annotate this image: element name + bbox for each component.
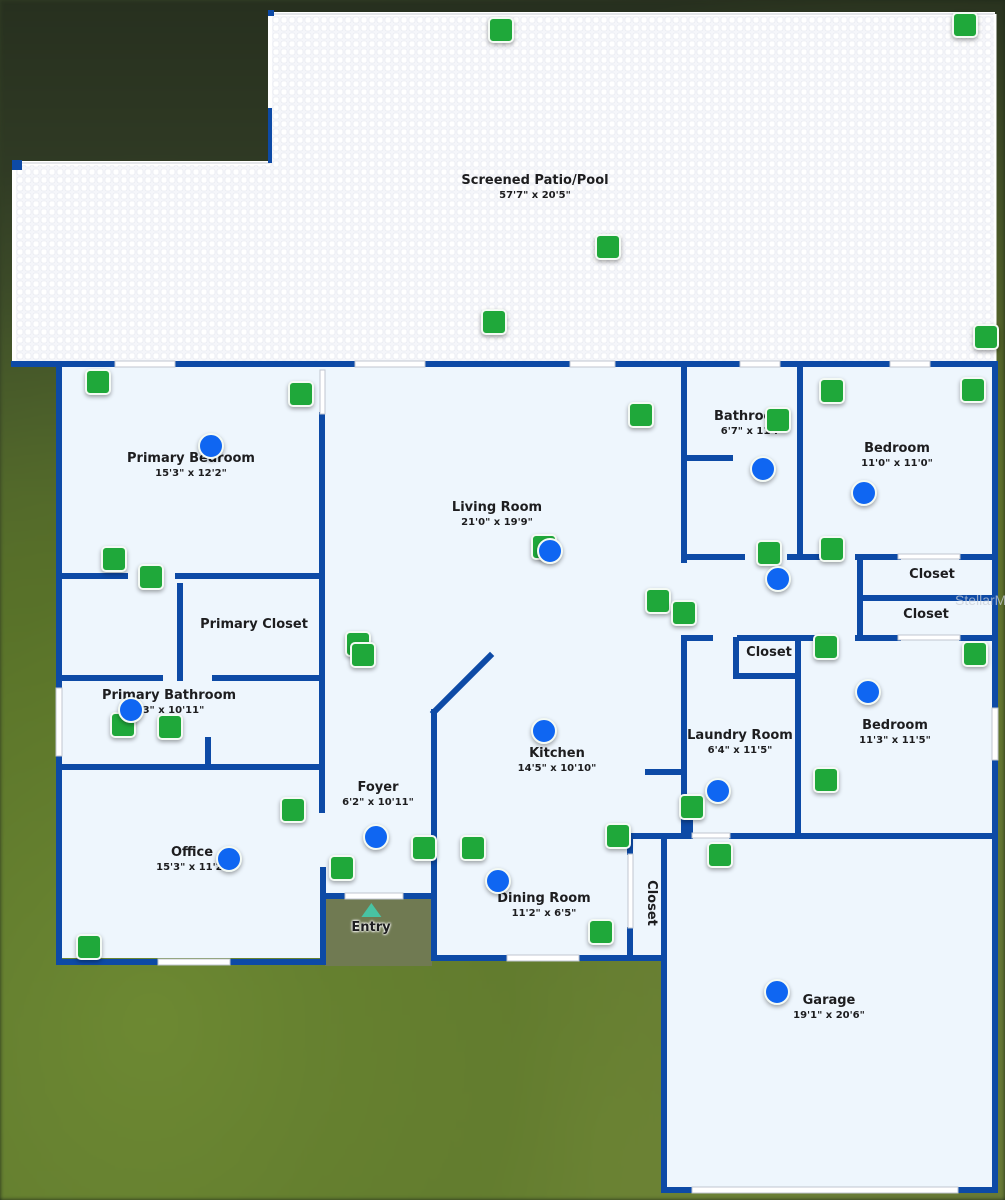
photo-marker[interactable] (101, 546, 127, 572)
windows (55, 360, 999, 1194)
360-marker[interactable] (750, 456, 776, 482)
photo-marker[interactable] (819, 378, 845, 404)
patio-floor (14, 14, 995, 364)
photo-marker[interactable] (813, 767, 839, 793)
photo-marker[interactable] (962, 641, 988, 667)
photo-marker[interactable] (280, 797, 306, 823)
photo-marker[interactable] (819, 536, 845, 562)
photo-marker[interactable] (460, 835, 486, 861)
photo-marker[interactable] (628, 402, 654, 428)
photo-marker[interactable] (952, 12, 978, 38)
entry-label: Entry (351, 920, 391, 935)
photo-marker[interactable] (960, 377, 986, 403)
entry-indicator[interactable]: Entry (351, 903, 391, 935)
360-marker[interactable] (198, 433, 224, 459)
360-marker[interactable] (485, 868, 511, 894)
photo-marker[interactable] (588, 919, 614, 945)
360-marker[interactable] (537, 538, 563, 564)
photo-marker[interactable] (288, 381, 314, 407)
360-marker[interactable] (764, 979, 790, 1005)
360-marker[interactable] (765, 566, 791, 592)
photo-marker[interactable] (645, 588, 671, 614)
photo-marker[interactable] (973, 324, 999, 350)
360-marker[interactable] (705, 778, 731, 804)
photo-marker[interactable] (595, 234, 621, 260)
photo-marker[interactable] (76, 934, 102, 960)
360-marker[interactable] (855, 679, 881, 705)
photo-marker[interactable] (756, 540, 782, 566)
photo-marker[interactable] (350, 642, 376, 668)
360-marker[interactable] (118, 697, 144, 723)
photo-marker[interactable] (488, 17, 514, 43)
photo-marker[interactable] (707, 842, 733, 868)
photo-marker[interactable] (329, 855, 355, 881)
photo-marker[interactable] (157, 714, 183, 740)
photo-marker[interactable] (679, 794, 705, 820)
photo-marker[interactable] (411, 835, 437, 861)
patio-edges (12, 10, 997, 364)
photo-marker[interactable] (813, 634, 839, 660)
photo-marker[interactable] (481, 309, 507, 335)
360-marker[interactable] (216, 846, 242, 872)
walls (11, 361, 998, 1193)
photo-marker[interactable] (138, 564, 164, 590)
360-marker[interactable] (363, 824, 389, 850)
photo-marker[interactable] (605, 823, 631, 849)
interior-floors (58, 366, 995, 1190)
entry-arrow-icon (361, 903, 381, 917)
photo-marker[interactable] (85, 369, 111, 395)
photo-marker[interactable] (765, 407, 791, 433)
watermark: StellarMLS (955, 592, 1005, 608)
photo-marker[interactable] (671, 600, 697, 626)
360-marker[interactable] (851, 480, 877, 506)
360-marker[interactable] (531, 718, 557, 744)
